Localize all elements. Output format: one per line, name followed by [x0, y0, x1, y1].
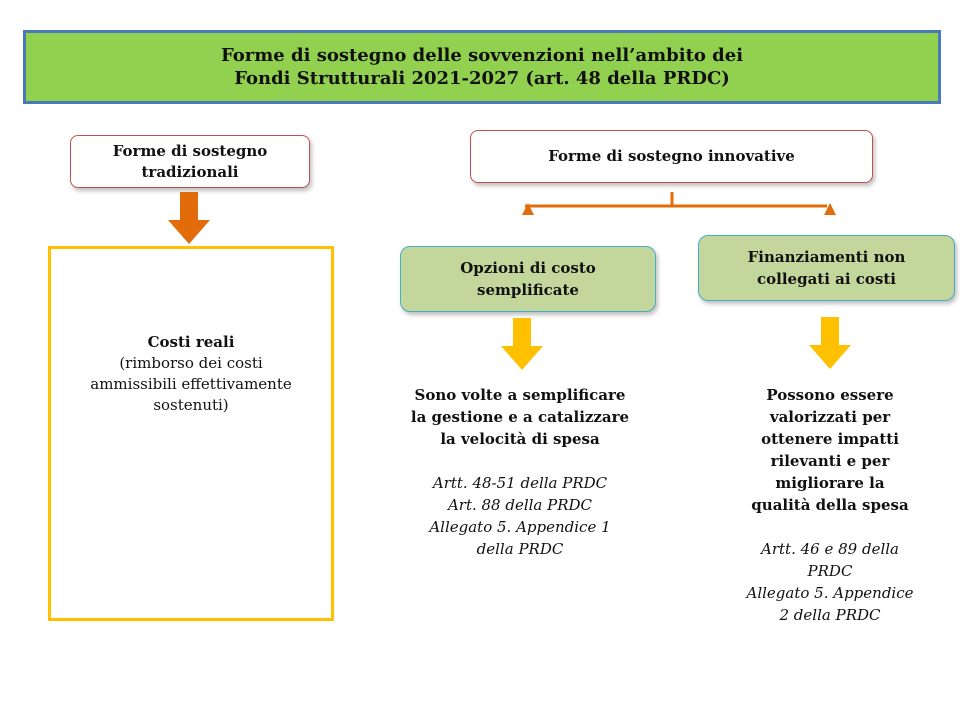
non-cost-ref-line-3: Allegato 5. Appendice — [746, 584, 914, 602]
traditional-label-line-1: Forme di sostegno — [112, 141, 268, 160]
real-costs-title: Costi reali — [147, 333, 235, 351]
title-line-1: Forme di sostegno delle sovvenzioni nell… — [220, 45, 744, 66]
non-cost-desc-line-1: Possono essere — [766, 386, 894, 404]
non-cost-desc-line-2: valorizzati per — [769, 408, 891, 426]
real-costs-desc-line-3: sostenuti) — [153, 396, 229, 414]
non-cost-desc-line-4: rilevanti e per — [770, 452, 890, 470]
simplified-desc-line-1: Sono volte a semplificare — [414, 386, 626, 404]
non-cost-financing-box: Finanziamenti non collegati ai costi — [698, 235, 955, 301]
yellow-down-arrow-left-icon — [501, 318, 543, 370]
real-costs-text: Costi reali (rimborso dei costi ammissib… — [55, 332, 327, 416]
non-cost-ref-line-1: Artt. 46 e 89 della — [761, 540, 899, 558]
yellow-down-arrow-right-icon — [809, 317, 851, 369]
spacer — [390, 450, 650, 472]
simplified-desc-line-3: la velocità di spesa — [440, 430, 600, 448]
branch-connector — [522, 192, 836, 215]
non-cost-desc-line-6: qualità della spesa — [751, 496, 909, 514]
simplified-ref-line-3: Allegato 5. Appendice 1 — [429, 518, 611, 536]
innovative-label: Forme di sostegno innovative — [548, 147, 795, 165]
orange-down-arrow-icon — [168, 192, 210, 244]
title-line-2: Fondi Strutturali 2021-2027 (art. 48 del… — [234, 68, 730, 89]
traditional-forms-box: Forme di sostegno tradizionali — [70, 135, 310, 188]
simplified-ref-line-2: Art. 88 della PRDC — [447, 496, 593, 514]
non-cost-label-line-1: Finanziamenti non — [747, 248, 906, 266]
traditional-label-line-2: tradizionali — [141, 162, 239, 181]
spacer — [730, 516, 930, 538]
real-costs-frame — [48, 246, 334, 621]
simplified-description: Sono volte a semplificare la gestione e … — [390, 384, 650, 560]
real-costs-desc-line-1: (rimborso dei costi — [119, 354, 263, 372]
non-cost-ref-line-4: 2 della PRDC — [779, 606, 881, 624]
innovative-forms-box: Forme di sostegno innovative — [470, 130, 873, 183]
simplified-ref-line-1: Artt. 48-51 della PRDC — [432, 474, 608, 492]
simplified-desc-line-2: la gestione e a catalizzare — [410, 408, 630, 426]
diagram-title: Forme di sostegno delle sovvenzioni nell… — [23, 30, 941, 104]
simplified-cost-options-box: Opzioni di costo semplificate — [400, 246, 656, 312]
simplified-label-line-1: Opzioni di costo — [460, 259, 596, 277]
non-cost-ref-line-2: PRDC — [807, 562, 853, 580]
non-cost-label-line-2: collegati ai costi — [757, 270, 896, 288]
real-costs-desc-line-2: ammissibili effettivamente — [90, 375, 292, 393]
non-cost-desc-line-5: migliorare la — [775, 474, 885, 492]
simplified-ref-line-4: della PRDC — [476, 540, 564, 558]
simplified-label-line-2: semplificate — [477, 281, 579, 299]
non-cost-description: Possono essere valorizzati per ottenere … — [730, 384, 930, 626]
non-cost-desc-line-3: ottenere impatti — [761, 430, 899, 448]
